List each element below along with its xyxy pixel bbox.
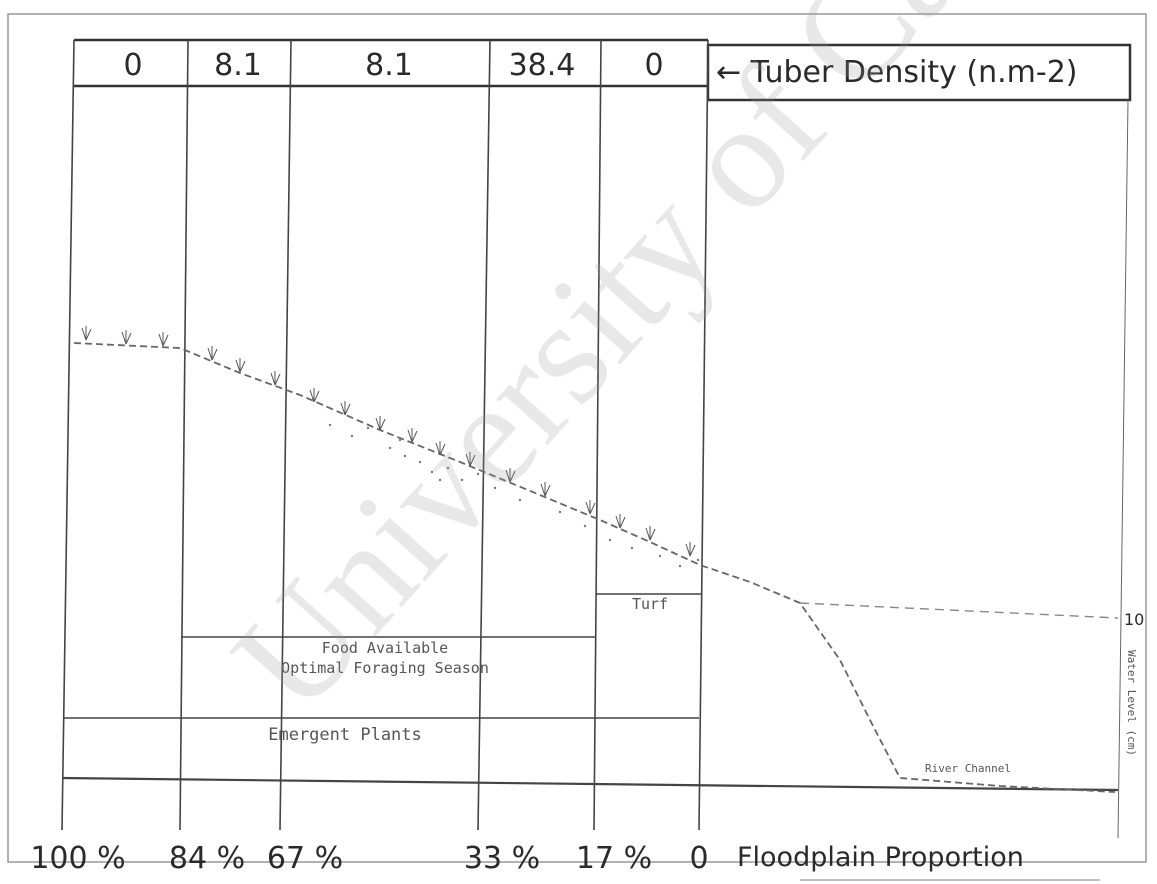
river-channel-label: River Channel — [925, 762, 1011, 775]
proportion-tick-84: 84 % — [169, 841, 245, 876]
proportion-tick-17: 17 % — [576, 841, 652, 876]
density-value-2: 8.1 — [214, 48, 262, 83]
food-available-label: Food Available — [322, 639, 448, 657]
emergent-plants-label: Emergent Plants — [268, 725, 422, 745]
outer-frame — [7, 13, 1147, 863]
density-value-5: 0 — [644, 48, 663, 83]
tuber-density-label: ← Tuber Density (n.m-2) — [716, 55, 1078, 90]
ground-profile-curve — [73, 342, 1116, 793]
density-value-3: 8.1 — [365, 48, 413, 83]
zone-bands — [61, 593, 1119, 792]
floodplain-proportion-label: Floodplain Proportion — [737, 842, 1024, 873]
proportion-tick-67: 67 % — [267, 841, 343, 876]
water-level-line — [799, 602, 1119, 619]
zone-dividers — [61, 39, 1129, 839]
density-value-1: 0 — [123, 48, 142, 83]
vegetation-tufts — [81, 326, 696, 557]
right-axis-tick-10: 10 — [1124, 610, 1144, 629]
proportion-tick-33: 33 % — [464, 841, 540, 876]
tuber-speckles — [328, 423, 700, 568]
watermark: University of Cape Town — [201, 0, 1157, 742]
right-axis-label: Water Level (cm) — [1125, 650, 1138, 756]
turf-label: Turf — [632, 595, 668, 613]
density-value-4: 38.4 — [509, 48, 576, 83]
optimal-foraging-label: Optimal Foraging Season — [281, 659, 489, 677]
proportion-tick-0: 0 — [689, 841, 708, 876]
proportion-tick-100: 100 % — [30, 841, 125, 876]
